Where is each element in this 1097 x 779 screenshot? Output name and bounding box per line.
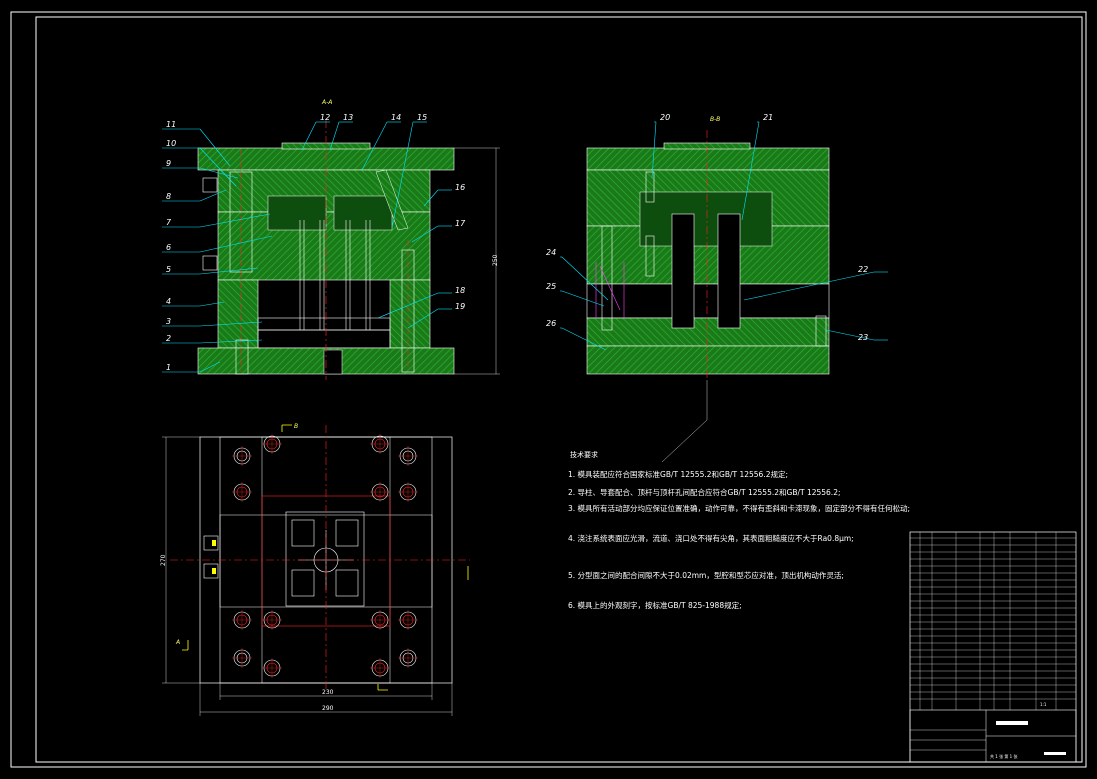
part-number: 25 bbox=[546, 282, 556, 291]
dim-plan-width-inner: 230 bbox=[322, 689, 334, 696]
dim-plan-width-outer: 290 bbox=[322, 705, 334, 712]
part-label-22: 22 bbox=[743, 265, 888, 301]
part-label-4: 4 bbox=[162, 297, 225, 307]
part-label-23: 23 bbox=[825, 329, 888, 342]
part-number: 5 bbox=[166, 265, 171, 274]
bolt-hole-icon bbox=[370, 482, 390, 502]
bolt-hole-icon bbox=[262, 658, 282, 678]
part-label-20: 20 bbox=[651, 113, 670, 179]
part-number: 1 bbox=[166, 363, 171, 372]
part-number: 18 bbox=[455, 286, 465, 295]
part-number: 24 bbox=[546, 248, 556, 257]
bolt-hole-icon bbox=[232, 610, 252, 630]
plan-cut-a: A bbox=[175, 639, 180, 646]
bolt-hole-icon bbox=[398, 446, 418, 466]
plan-view: 270 230 290 B A bbox=[160, 423, 470, 716]
tech-req-3: 3. 模具所有活动部分均应保证位置准确，动作可靠，不得有歪斜和卡滞现象，固定部分… bbox=[568, 503, 910, 513]
part-label-14: 14 bbox=[361, 113, 401, 171]
part-label-18: 18 bbox=[377, 286, 465, 319]
part-number: 9 bbox=[166, 159, 171, 168]
leaders-right: 20 21 22 23 24 25 26 bbox=[546, 113, 888, 351]
part-number: 22 bbox=[858, 265, 868, 274]
part-label-17: 17 bbox=[411, 219, 466, 243]
bolt-hole-icon bbox=[232, 648, 252, 668]
tech-req-4: 4. 浇注系统表面应光滑，流道、浇口处不得有尖角，其表面粗糙度应不大于Ra0.8… bbox=[568, 533, 854, 543]
dim-left-height: 250 bbox=[492, 254, 499, 266]
bolt-hole-icon bbox=[398, 610, 418, 630]
tech-req-title: 技术要求 bbox=[570, 450, 598, 459]
dim-plan-height: 270 bbox=[160, 554, 167, 566]
part-number: 2 bbox=[166, 334, 171, 343]
part-label-13: 13 bbox=[329, 113, 353, 151]
part-label-16: 16 bbox=[423, 183, 465, 207]
part-label-15: 15 bbox=[391, 113, 427, 229]
part-label-21: 21 bbox=[741, 113, 773, 221]
bolt-hole-icon bbox=[370, 610, 390, 630]
bolt-hole-icon bbox=[262, 610, 282, 630]
part-label-25: 25 bbox=[546, 282, 605, 307]
bolt-hole-icon bbox=[370, 434, 390, 454]
part-number: 6 bbox=[166, 243, 171, 252]
part-number: 4 bbox=[166, 297, 171, 306]
tech-req-1: 1. 模具装配应符合国家标准GB/T 12555.2和GB/T 12556.2规… bbox=[568, 469, 788, 479]
part-number: 11 bbox=[166, 120, 176, 129]
part-number: 23 bbox=[858, 333, 868, 342]
outer-frame bbox=[10, 11, 1087, 768]
tech-req-6: 6. 模具上的外观刻字，按标准GB/T 825-1988规定; bbox=[568, 600, 742, 610]
part-label-3: 3 bbox=[162, 317, 263, 327]
part-number: 20 bbox=[660, 113, 670, 122]
part-number: 17 bbox=[455, 219, 466, 228]
part-number: 3 bbox=[166, 317, 171, 326]
section-view-b-b: B-B bbox=[586, 116, 830, 463]
part-label-9: 9 bbox=[162, 159, 239, 179]
part-label-24: 24 bbox=[546, 248, 609, 301]
bolt-hole-icon bbox=[232, 482, 252, 502]
bolt-hole-icon bbox=[370, 658, 390, 678]
part-label-1: 1 bbox=[162, 361, 221, 373]
section-label-a-a: A-A bbox=[321, 99, 332, 106]
bolt-hole-icon bbox=[232, 446, 252, 466]
part-label-19: 19 bbox=[407, 302, 465, 329]
part-number: 19 bbox=[455, 302, 465, 311]
section-label-b-b: B-B bbox=[710, 116, 720, 123]
part-label-7: 7 bbox=[162, 213, 271, 228]
part-number: 14 bbox=[391, 113, 401, 122]
part-label-12: 12 bbox=[301, 113, 330, 151]
part-label-6: 6 bbox=[162, 235, 273, 253]
part-number: 8 bbox=[166, 192, 171, 201]
bolt-hole-icon bbox=[398, 648, 418, 668]
bolt-hole-icon bbox=[398, 482, 418, 502]
part-number: 15 bbox=[417, 113, 427, 122]
tech-req-5: 5. 分型面之间的配合间隙不大于0.02mm，型腔和型芯应对准，顶出机构动作灵活… bbox=[568, 570, 844, 580]
part-label-8: 8 bbox=[162, 189, 227, 202]
technical-requirements: 技术要求 1. 模具装配应符合国家标准GB/T 12555.2和GB/T 125… bbox=[568, 450, 910, 610]
bolt-hole-icon bbox=[262, 434, 282, 454]
section-view-a-a: A-A bbox=[197, 99, 500, 380]
plan-cut-b: B bbox=[294, 423, 298, 430]
part-label-2: 2 bbox=[162, 334, 263, 344]
part-number: 10 bbox=[166, 139, 176, 148]
part-number: 21 bbox=[763, 113, 773, 122]
part-number: 12 bbox=[320, 113, 330, 122]
part-number: 7 bbox=[166, 218, 172, 227]
title-sheet: 共 1 张 第 1 张 bbox=[990, 753, 1017, 759]
parts-list-title-block: 1:1 共 1 张 第 1 张 bbox=[909, 531, 1077, 763]
part-label-26: 26 bbox=[546, 319, 607, 351]
inner-frame bbox=[35, 16, 1083, 763]
part-label-10: 10 bbox=[162, 139, 237, 187]
part-label-5: 5 bbox=[162, 265, 259, 275]
title-scale: 1:1 bbox=[1040, 702, 1047, 707]
part-number: 26 bbox=[546, 319, 556, 328]
part-number: 13 bbox=[343, 113, 353, 122]
part-number: 16 bbox=[455, 183, 465, 192]
tech-req-2: 2. 导柱、导套配合、顶杆与顶杆孔间配合应符合GB/T 12555.2和GB/T… bbox=[568, 487, 841, 497]
part-label-11: 11 bbox=[162, 120, 231, 167]
